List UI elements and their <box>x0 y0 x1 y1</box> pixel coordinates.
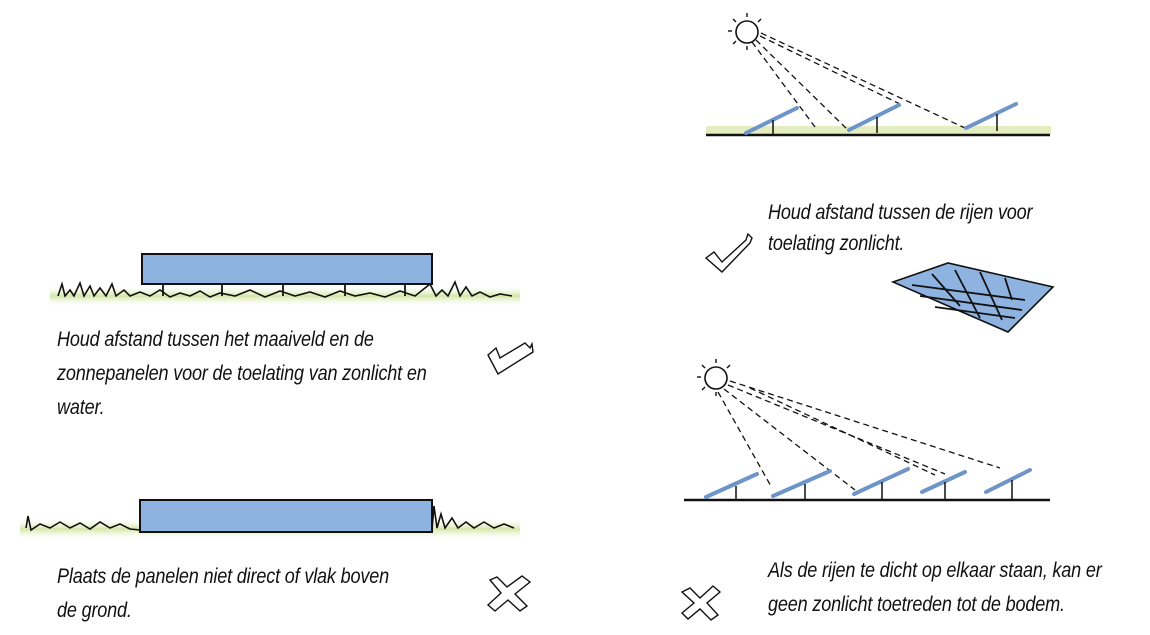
caption-line: Als de rijen te dicht op elkaar staan, k… <box>768 559 1102 582</box>
sun-icon <box>728 13 762 50</box>
panel-legs <box>162 284 406 296</box>
caption-line: Houd afstand tussen het maaiveld en de <box>57 328 374 351</box>
solar-panel <box>139 499 433 533</box>
tilted-panels <box>704 467 1032 499</box>
caption-line: zonnepanelen voor de toelating van zonli… <box>57 362 427 385</box>
caption-line: toelating zonlicht. <box>768 232 905 255</box>
check-icon <box>487 341 534 375</box>
spaced-rows-drawing <box>706 13 1051 137</box>
cross-icon <box>486 575 532 612</box>
dense-rows-drawing <box>684 359 1050 502</box>
solar-panel-grid-detail <box>890 262 1055 333</box>
caption-line: water. <box>57 396 105 419</box>
caption-spaced-rows: Houd afstand tussen de rijen voor toelat… <box>768 197 1033 259</box>
grass-band <box>50 285 520 307</box>
raised-panel-drawing <box>50 253 520 307</box>
caption-line: Plaats de panelen niet direct of vlak bo… <box>57 565 389 588</box>
grass-line <box>57 279 513 298</box>
caption-dense-rows: Als de rijen te dicht op elkaar staan, k… <box>768 554 1102 622</box>
sun-rays <box>751 32 966 131</box>
flat-panel-drawing <box>20 499 520 540</box>
caption-line: Houd afstand tussen de rijen voor <box>768 201 1033 224</box>
cross-icon <box>680 585 722 621</box>
caption-flat-panel: Plaats de panelen niet direct of vlak bo… <box>57 560 389 628</box>
sun-icon <box>697 359 731 396</box>
tilted-panels <box>744 102 1018 135</box>
sun-rays <box>717 380 1001 491</box>
caption-line: de grond. <box>57 599 132 622</box>
caption-line: geen zonlicht toetreden tot de bodem. <box>768 593 1065 616</box>
caption-raised-panel: Houd afstand tussen het maaiveld en de z… <box>57 323 427 425</box>
solar-panel <box>141 253 433 285</box>
check-icon <box>704 232 753 273</box>
